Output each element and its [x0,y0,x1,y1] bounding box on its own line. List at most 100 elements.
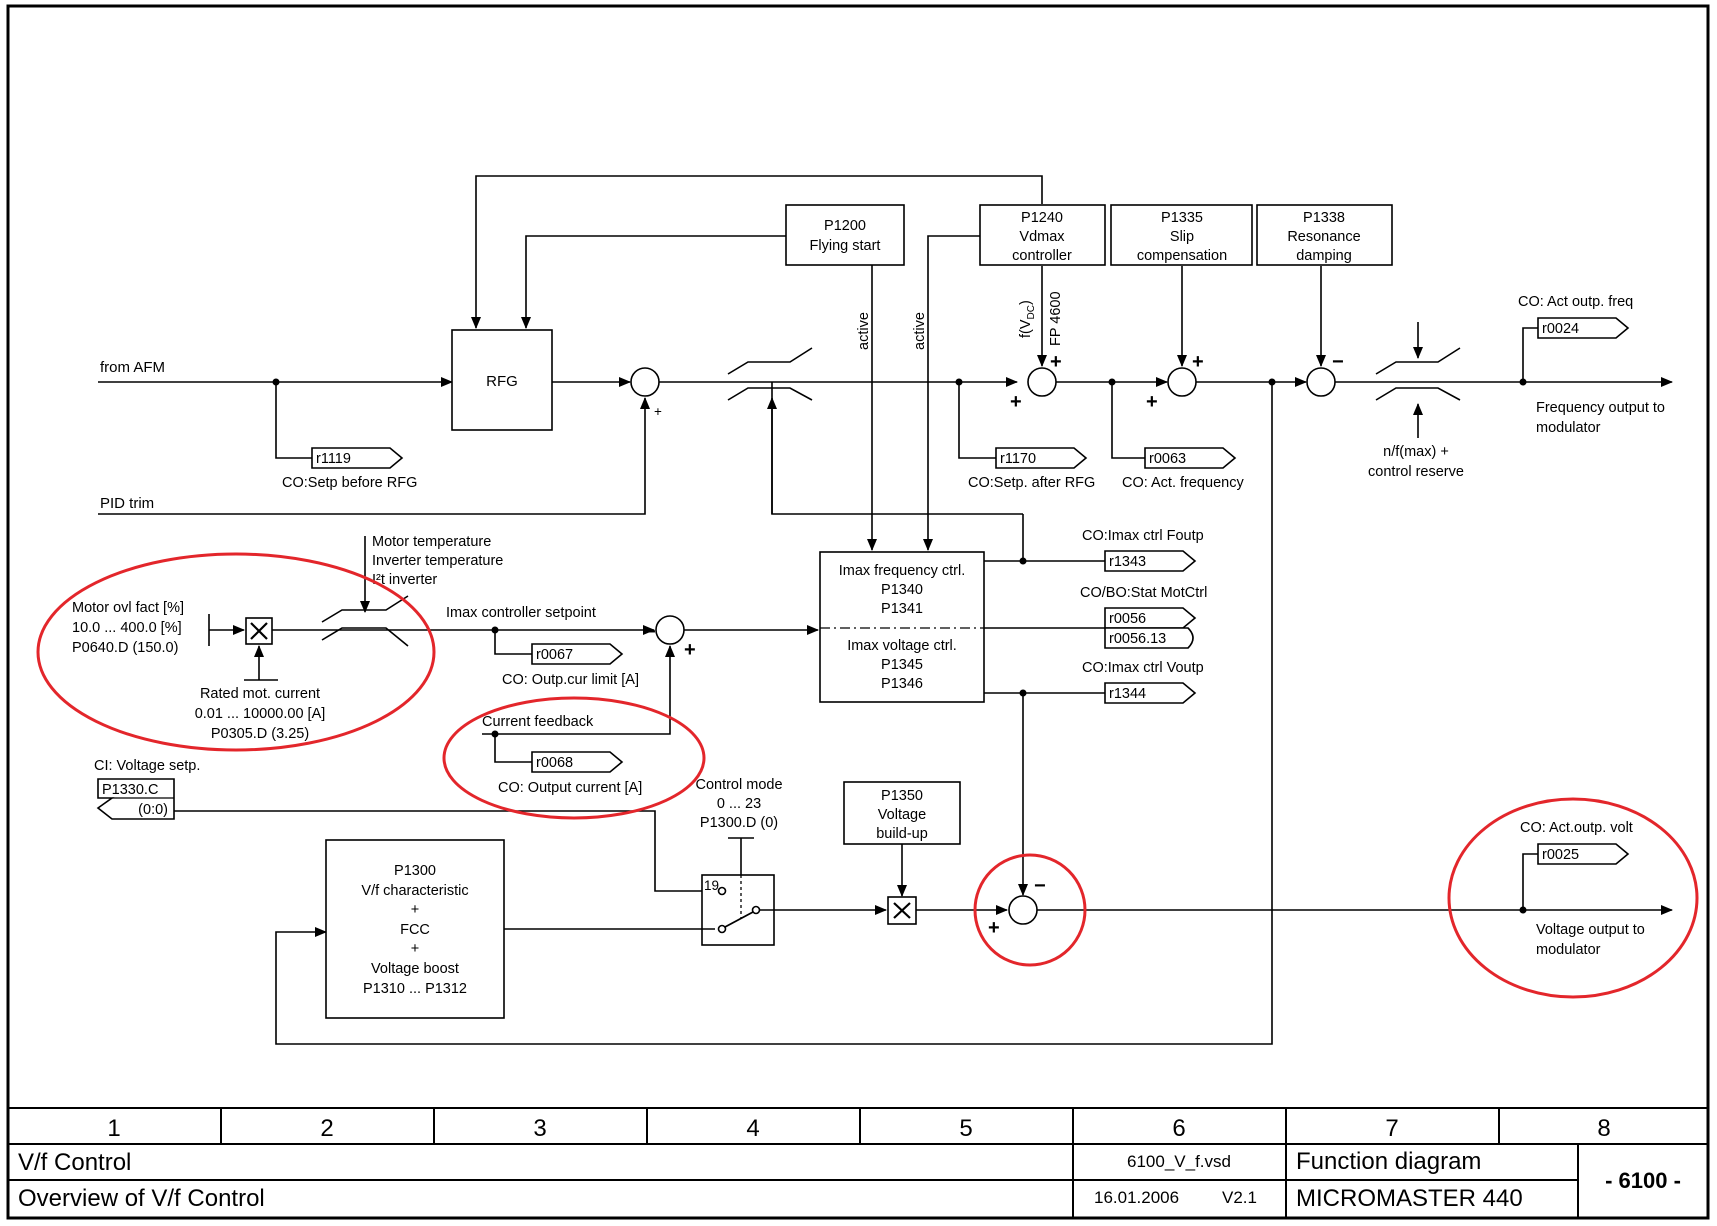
svg-text:P1345: P1345 [881,657,923,673]
freq-output-label-1: Frequency output to [1536,400,1665,416]
connector-r0024[interactable]: r0024 [1537,317,1630,339]
co-setp-after-rfg-label: CO:Setp. after RFG [968,475,1095,491]
svg-text:r0056: r0056 [1109,611,1146,627]
volt-output-label-1: Voltage output to [1536,922,1645,938]
sign-plus-slip-top: + [1192,351,1204,373]
vdmax-active-line [923,235,980,551]
motor-ovl-label-2: 10.0 ... 400.0 [%] [72,620,182,636]
sign-plus-vdmax-left: + [1010,391,1022,413]
connector-r0056[interactable]: r0056 [1104,607,1197,629]
multiply-icon-voltage [887,896,917,925]
active-label-1: active [856,312,872,350]
connector-r1170[interactable]: r1170 [995,447,1088,469]
column-number-1: 1 [107,1115,120,1142]
flying-start-to-rfg-line [521,235,786,329]
co-imax-voutp-label: CO:Imax ctrl Voutp [1082,660,1204,676]
co-setp-before-rfg-label: CO:Setp before RFG [282,475,417,491]
svg-text:P1310 ... P1312: P1310 ... P1312 [363,981,467,997]
fp4600-label: FP 4600 [1048,291,1064,346]
column-number-8: 8 [1597,1115,1610,1142]
svg-text:r0067: r0067 [536,647,573,663]
svg-text:+: + [411,941,419,957]
svg-text:P1200: P1200 [824,218,866,234]
r1119-branch [275,382,312,459]
svg-text:19: 19 [704,878,719,893]
connector-r1344[interactable]: r1344 [1104,682,1197,704]
svg-text:Slip: Slip [1170,229,1194,245]
outer-frame [6,4,1710,1220]
motor-temp-label-3: I²t inverter [372,572,437,588]
imax-controller-block[interactable]: Imax frequency ctrl. P1340 P1341 Imax vo… [819,551,985,703]
co-act-outp-volt-label: CO: Act.outp. volt [1520,820,1633,836]
motor-temp-label-1: Motor temperature [372,534,491,550]
p1335-slip-compensation-block[interactable]: P1335 Slip compensation [1110,204,1253,266]
file-name: 6100_V_f.vsd [1127,1152,1231,1171]
highlight-voltage-sum [973,853,1087,967]
motor-ovl-label-3: P0640.D (150.0) [72,640,178,656]
motor-temp-label-2: Inverter temperature [372,553,503,569]
highlight-current-feedback [442,696,706,820]
connector-r0025[interactable]: r0025 [1537,843,1630,865]
p1330-input-connector[interactable]: P1330.C (0:0) [96,778,175,820]
column-number-3: 3 [533,1115,546,1142]
frequency-max-limiter-icon [1375,347,1461,401]
co-output-current-label: CO: Output current [A] [498,780,642,796]
motor-ovl-label-1: Motor ovl fact [%] [72,600,184,616]
volt-output-label-2: modulator [1536,942,1601,958]
sign-minus-voltage: − [1034,875,1046,897]
sum-point-pid [630,367,660,397]
title-block [8,1107,1708,1218]
connector-r0056-13[interactable]: r0056.13 [1104,627,1194,649]
svg-text:r1343: r1343 [1109,554,1146,570]
highlight-voltage-output [1447,797,1699,999]
svg-text:V/f characteristic: V/f characteristic [361,883,468,899]
co-outp-cur-limit-label: CO: Outp.cur limit [A] [502,672,639,688]
sign-minus-resonance: − [1332,351,1344,373]
p1200-flying-start-block[interactable]: P1200 Flying start [785,204,905,266]
imax-setpoint-label: Imax controller setpoint [446,605,596,621]
control-mode-label-2: 0 ... 23 [717,796,761,812]
column-number-7: 7 [1385,1115,1398,1142]
connector-r0068[interactable]: r0068 [531,751,624,773]
sign-plus-vdmax-top: + [1050,351,1062,373]
rated-current-label-3: P0305.D (3.25) [211,726,309,742]
svg-text:Flying start: Flying start [810,238,881,254]
svg-text:P1346: P1346 [881,676,923,692]
connector-r0067[interactable]: r0067 [531,643,624,665]
imax-freq-feedback-line [771,382,1023,515]
svg-text:P1350: P1350 [881,788,923,804]
product-name: MICROMASTER 440 [1296,1185,1523,1212]
sign-plus-current: + [684,639,696,661]
svg-text:(0:0): (0:0) [138,802,168,818]
column-number-6: 6 [1172,1115,1185,1142]
from-afm-label: from AFM [100,359,165,376]
svg-text:P1330.C: P1330.C [102,782,158,798]
connector-r1343[interactable]: r1343 [1104,550,1197,572]
svg-text:r1170: r1170 [1000,451,1036,467]
frequency-limiter-icon [727,347,813,401]
p1300-vf-characteristic-block[interactable]: P1300 V/f characteristic + FCC + Voltage… [325,839,505,1019]
sum-point-resonance [1306,367,1336,397]
svg-text:P1341: P1341 [881,601,923,617]
svg-text:r1344: r1344 [1109,686,1146,702]
svg-text:r0063: r0063 [1149,451,1186,467]
page-subtitle: Overview of V/f Control [18,1185,265,1212]
voltage-setp-line [174,810,715,892]
p1350-voltage-buildup-block[interactable]: P1350 Voltage build-up [843,781,961,845]
svg-text:Imax frequency ctrl.: Imax frequency ctrl. [839,563,966,579]
connector-r0063[interactable]: r0063 [1144,447,1237,469]
pid-trim-label: PID trim [100,495,154,512]
connector-r1119[interactable]: r1119 [311,447,404,469]
svg-text:r0068: r0068 [536,755,573,771]
svg-text:P1340: P1340 [881,582,923,598]
p1240-vdmax-block[interactable]: P1240 Vdmax controller [979,204,1106,266]
sign-plus-voltage: + [988,917,1000,939]
control-mode-label-3: P1300.D (0) [700,815,778,831]
current-feedback-label: Current feedback [482,714,594,730]
svg-text:Imax voltage ctrl.: Imax voltage ctrl. [847,638,957,654]
rfg-block[interactable]: RFG [451,329,553,431]
p1338-resonance-damping-block[interactable]: P1338 Resonance damping [1256,204,1393,266]
svg-text:controller: controller [1012,248,1072,264]
freq-output-label-2: modulator [1536,420,1601,436]
